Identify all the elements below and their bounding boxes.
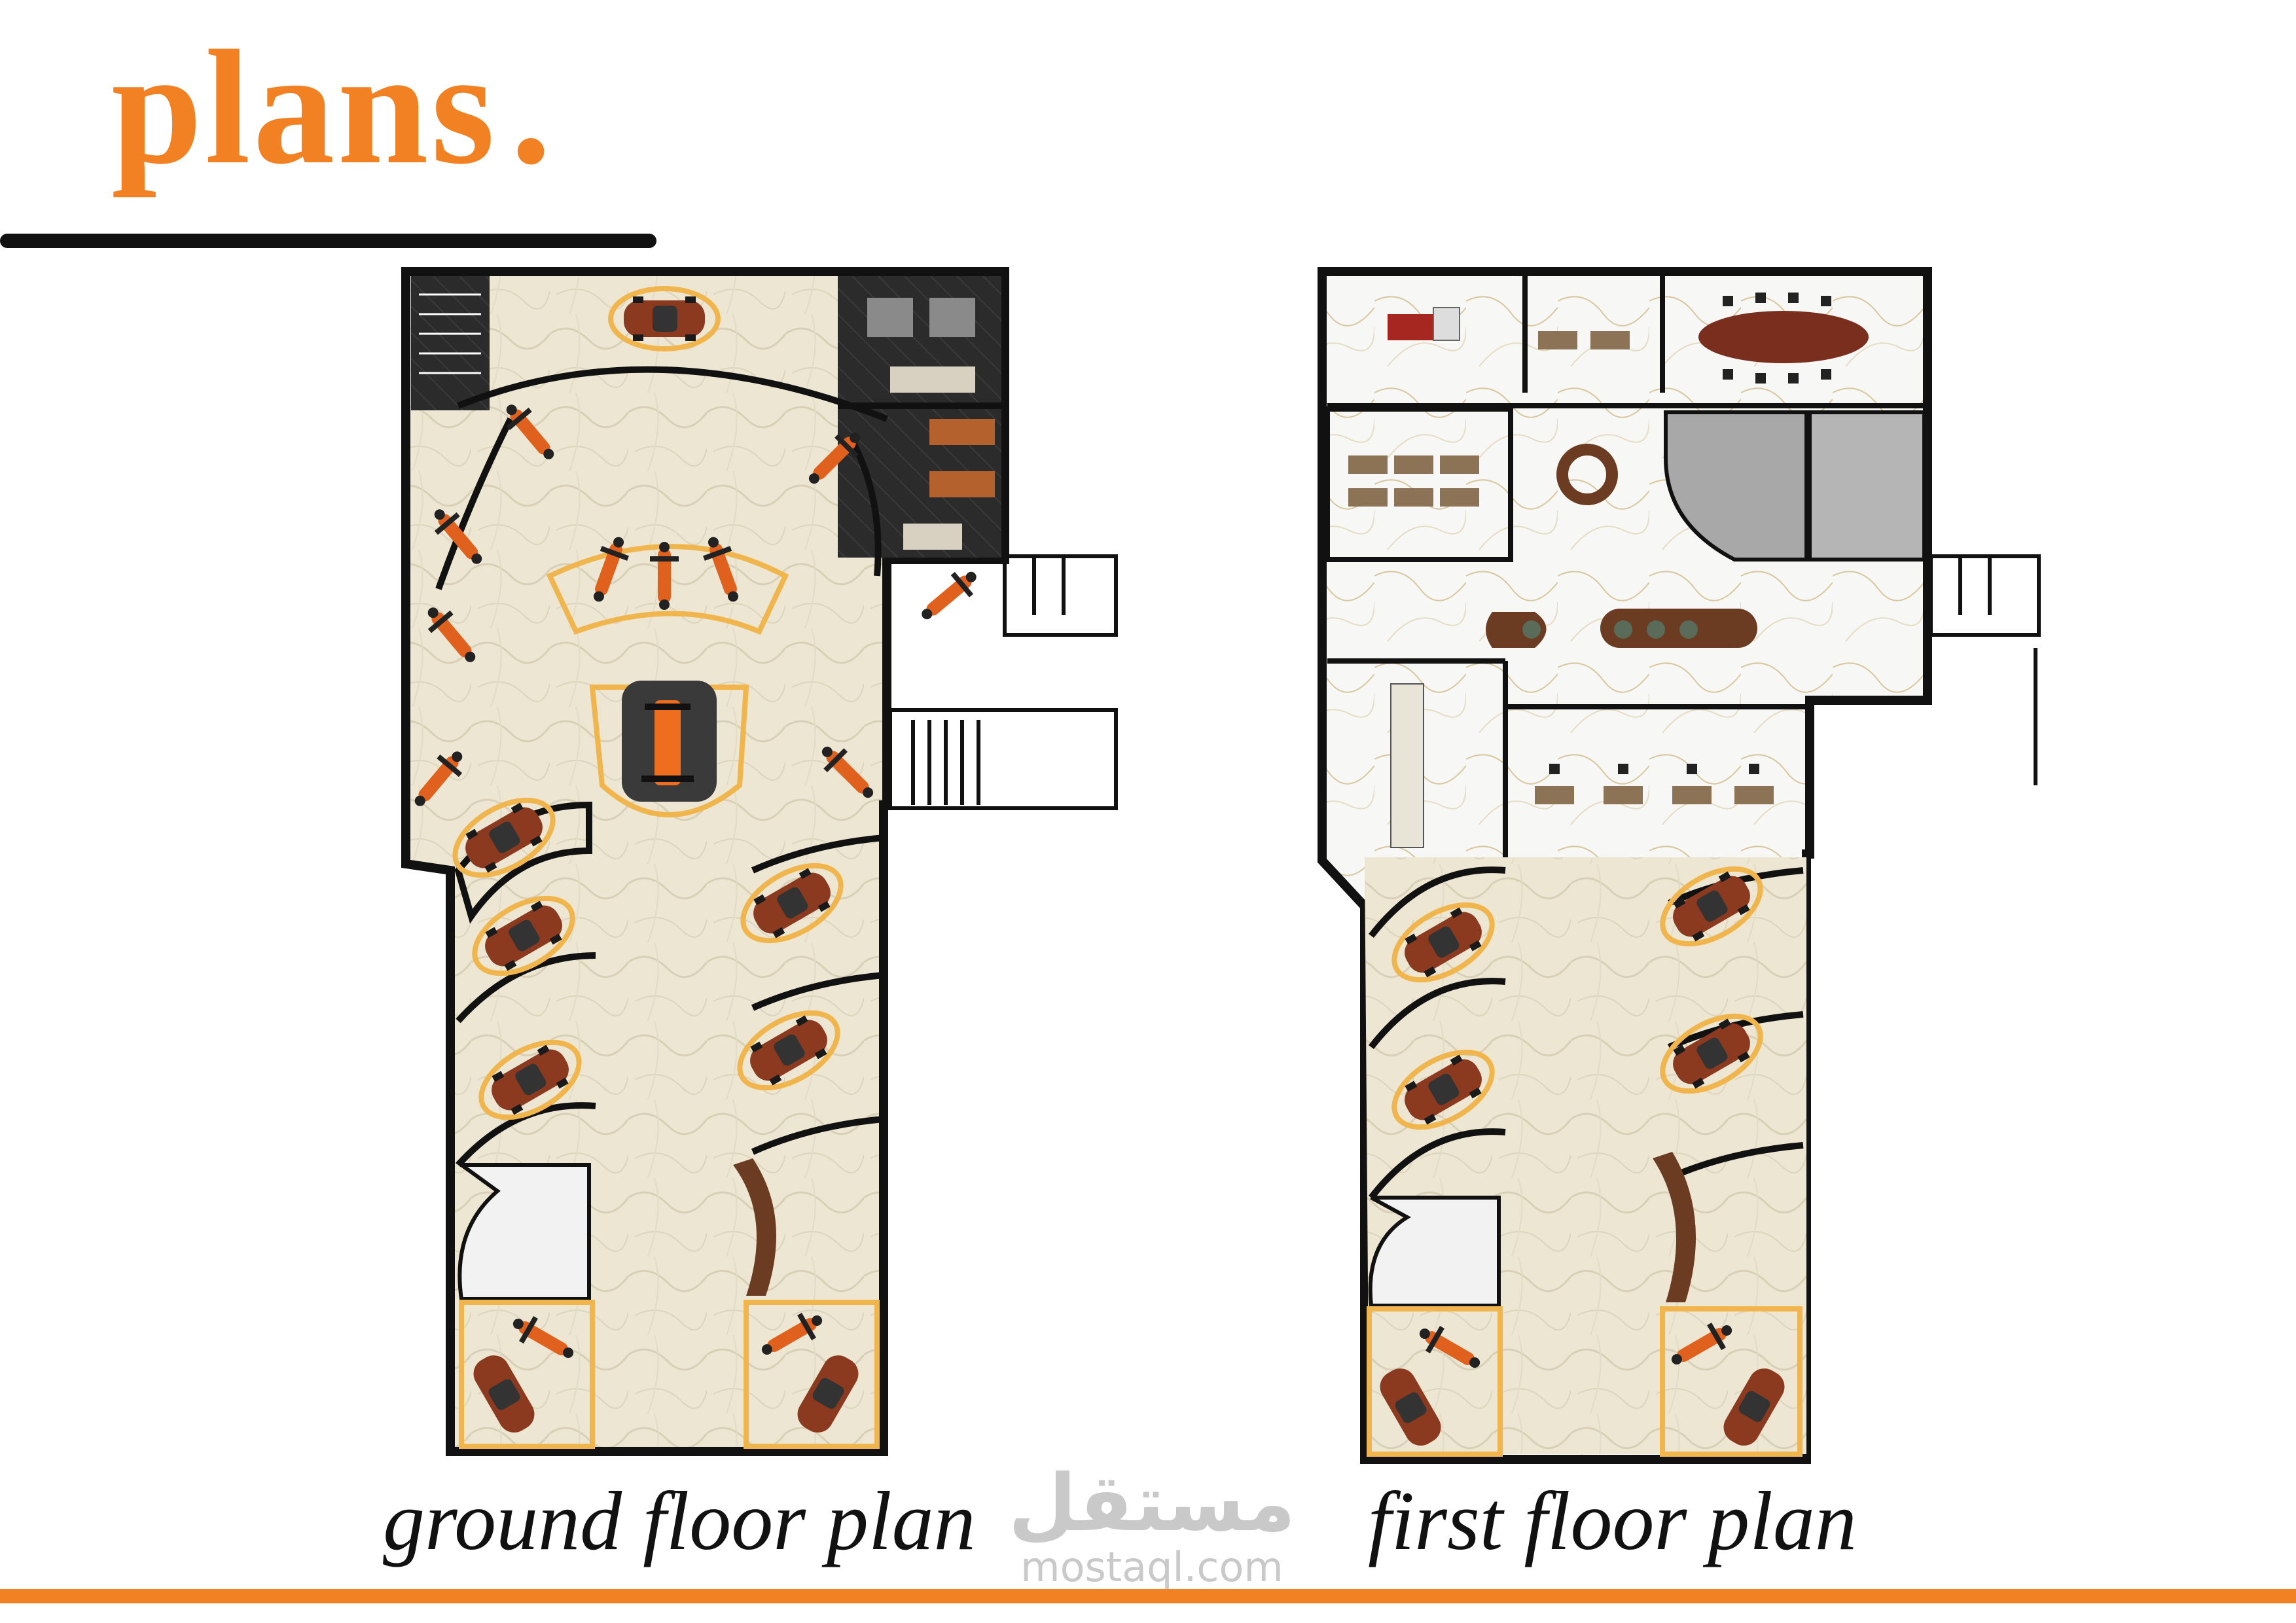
ground-office-rooms [838, 276, 1001, 558]
first-boardroom [1698, 293, 1869, 383]
title-underline [0, 234, 656, 248]
ground-wood-ramp [733, 1158, 776, 1296]
first-wood-ramp [1653, 1152, 1696, 1302]
title-dot: . [510, 17, 554, 198]
first-office-desks [1390, 683, 1774, 848]
first-workstation-room [1325, 406, 1513, 562]
watermark-logo: مستقل mostaql.com [1008, 1463, 1296, 1594]
first-manager-office [1388, 307, 1630, 349]
first-floor-caption: first floor plan [1368, 1474, 1857, 1567]
ground-arc-wall [457, 366, 888, 422]
ground-stair-room [411, 276, 490, 410]
formula-car-icon [589, 681, 749, 817]
title-text: plans [111, 17, 497, 198]
stair-icon [888, 554, 1118, 810]
ground-meeting-table [867, 298, 975, 393]
ground-outer-wall [401, 267, 1009, 1456]
ground-floor-caption: ground floor plan [383, 1474, 976, 1567]
stair-icon [1929, 554, 2041, 785]
page-title: plans. [111, 26, 554, 190]
first-restrooms [1808, 410, 1926, 562]
ground-floor-plan [401, 267, 1118, 1456]
first-bar-counter [1600, 609, 1757, 648]
first-round-feature [1556, 444, 1618, 505]
motorcycle-icon [914, 562, 984, 629]
first-floor-plan [1318, 267, 2041, 1464]
watermark-arabic: مستقل [1008, 1458, 1296, 1549]
first-gray-room [1664, 410, 1808, 562]
bottom-accent-rule [0, 1589, 2296, 1603]
watermark-latin: mostaql.com [1020, 1543, 1283, 1591]
ground-lounge-sofas [903, 419, 995, 550]
